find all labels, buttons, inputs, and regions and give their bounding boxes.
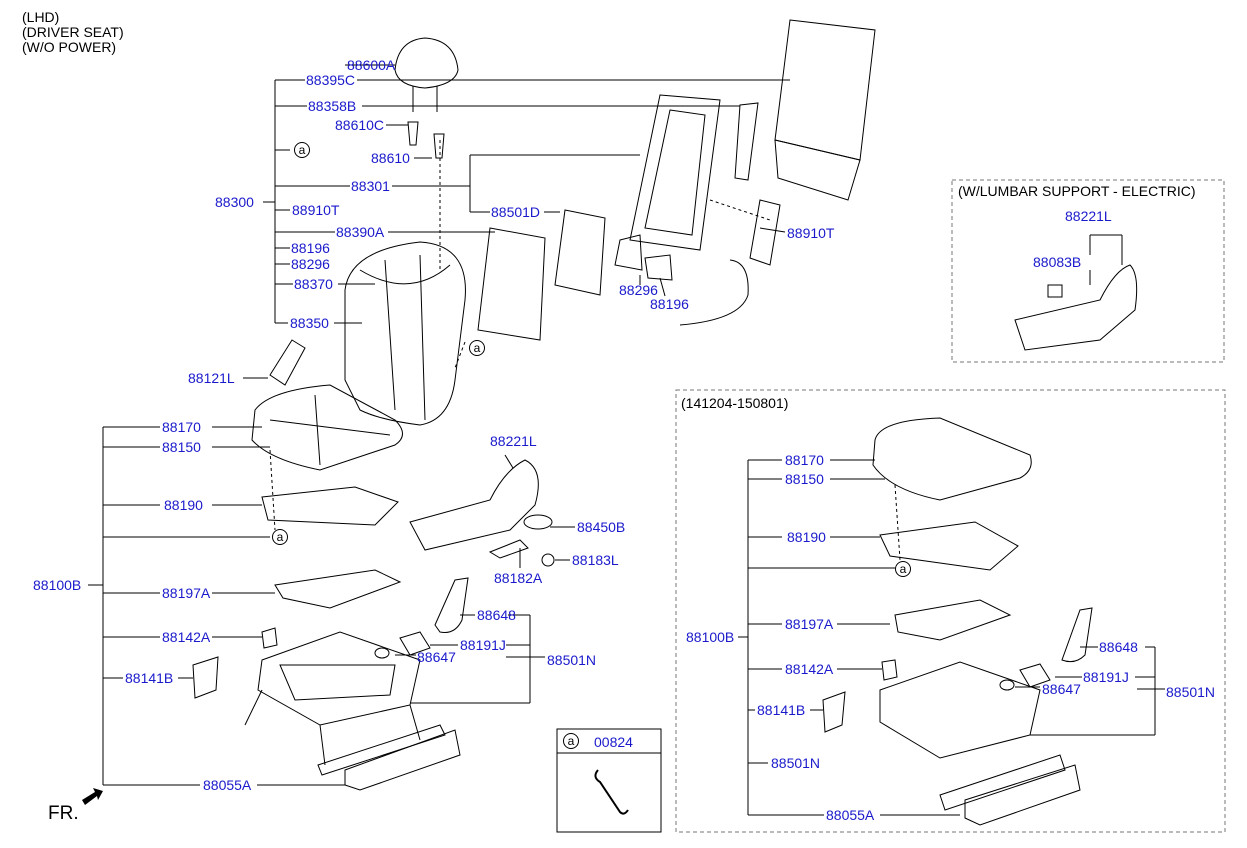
part-label-88197A[interactable]: 88197A [162,585,211,601]
leader-lines-bottom [88,426,575,786]
lumbar-box-title: (W/LUMBAR SUPPORT - ELECTRIC) [958,183,1196,199]
date-part-88191J[interactable]: 88191J [1083,669,1129,685]
part-label-88910T-a[interactable]: 88910T [292,202,340,218]
part-label-88648[interactable]: 88648 [477,607,516,623]
clip-part-drawing [594,769,629,815]
part-label-88182A[interactable]: 88182A [494,570,543,586]
date-part-88648[interactable]: 88648 [1099,639,1138,655]
date-part-88190[interactable]: 88190 [787,529,826,545]
legend-marker-a: a [563,733,579,749]
part-label-88121L[interactable]: 88121L [188,370,235,386]
date-part-88150[interactable]: 88150 [785,471,824,487]
part-label-88910T-b[interactable]: 88910T [787,225,835,241]
part-label-88358B[interactable]: 88358B [308,98,357,114]
part-label-88450B[interactable]: 88450B [577,519,626,535]
date-part-88501N-left[interactable]: 88501N [771,755,821,771]
seat-frame-drawing [257,631,421,726]
date-range-box [675,389,1226,833]
part-label-88350[interactable]: 88350 [290,315,329,331]
date-part-88647[interactable]: 88647 [1042,681,1081,697]
part-label-88221L[interactable]: 88221L [490,433,537,449]
part-label-88390A[interactable]: 88390A [336,224,385,240]
part-label-88142A[interactable]: 88142A [162,629,211,645]
part-label-88100B[interactable]: 88100B [33,577,82,593]
part-label-88501N[interactable]: 88501N [547,652,597,668]
part-label-88170[interactable]: 88170 [162,419,201,435]
headrest-drawing [394,37,459,89]
ref-marker-a-1: a [294,142,310,158]
part-label-88300[interactable]: 88300 [215,194,254,210]
seat-back-frame-drawing [629,94,721,251]
header-line-without-power: (W/O POWER) [22,39,117,55]
part-label-88296-b[interactable]: 88296 [619,282,658,298]
date-part-88197A[interactable]: 88197A [785,616,834,632]
seat-back-drawing [344,241,466,426]
date-part-88100B[interactable]: 88100B [686,629,735,645]
legend-box [556,728,662,833]
back-board-drawing [774,19,876,161]
part-label-88055A[interactable]: 88055A [203,777,252,793]
part-label-88191J[interactable]: 88191J [460,637,506,653]
part-label-88296-a[interactable]: 88296 [291,256,330,272]
ref-marker-a-3: a [272,529,288,545]
seat-cushion-drawing [251,384,403,471]
leader-lines-right-box [738,234,1165,816]
date-part-88142A[interactable]: 88142A [785,661,834,677]
date-box-title: (141204-150801) [681,395,789,411]
part-label-88610C[interactable]: 88610C [335,117,385,133]
part-label-88150[interactable]: 88150 [162,439,201,455]
part-label-88196-b[interactable]: 88196 [650,296,689,312]
date-part-88055A[interactable]: 88055A [826,807,875,823]
lumbar-part-88083B[interactable]: 88083B [1033,254,1082,270]
part-label-88600A[interactable]: 88600A [347,57,396,73]
part-label-88370[interactable]: 88370 [294,276,333,292]
lumbar-part-88221L[interactable]: 88221L [1065,208,1112,224]
legend-part-00824[interactable]: 00824 [594,734,633,750]
part-label-88196-a[interactable]: 88196 [291,240,330,256]
part-label-88301[interactable]: 88301 [351,178,390,194]
part-drawings [192,19,1138,826]
ref-marker-a-2: a [469,340,485,356]
ref-marker-a-4: a [895,561,911,577]
part-label-88610[interactable]: 88610 [371,150,410,166]
lumbar-support-box [951,179,1225,363]
header-line-driver-seat: (DRIVER SEAT) [22,24,124,40]
date-part-88501N-right[interactable]: 88501N [1166,684,1216,700]
front-direction-label: FR. [48,803,79,824]
part-label-88183L[interactable]: 88183L [572,552,619,568]
header-line-lhd: (LHD) [22,9,60,25]
part-label-88647[interactable]: 88647 [417,649,456,665]
diagram-header: (LHD) (DRIVER SEAT) (W/O POWER) [22,10,124,55]
date-part-88170[interactable]: 88170 [785,452,824,468]
part-label-88501D[interactable]: 88501D [491,204,541,220]
part-label-88141B[interactable]: 88141B [125,670,174,686]
side-shield-drawing [409,459,539,551]
date-part-88141B[interactable]: 88141B [757,702,806,718]
part-label-88395C[interactable]: 88395C [306,72,356,88]
leader-lines-top [243,64,790,379]
part-label-88190[interactable]: 88190 [164,497,203,513]
front-arrow-icon [82,788,103,805]
